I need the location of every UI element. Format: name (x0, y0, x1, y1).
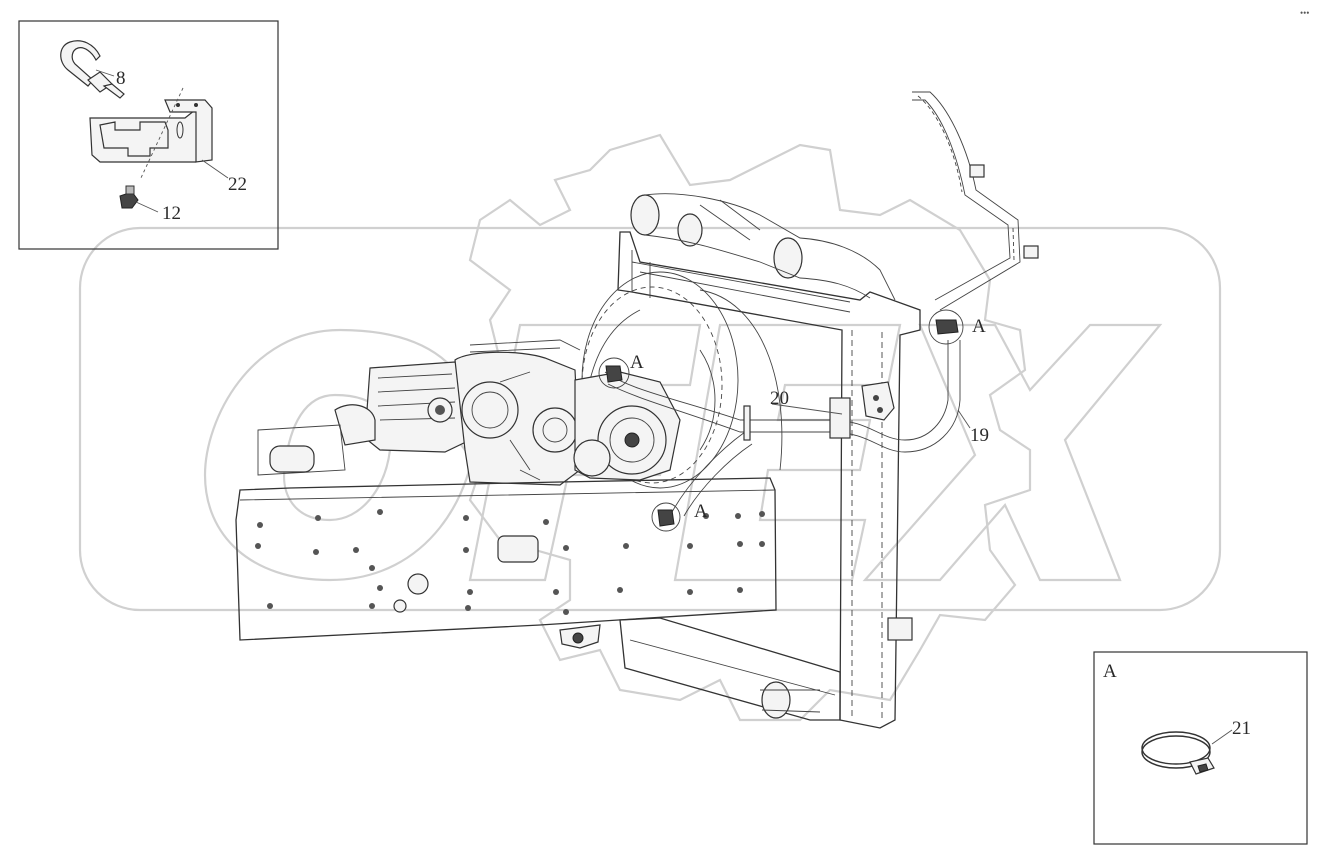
callout-22: 22 (228, 174, 247, 195)
mounting-bracket (89, 99, 213, 163)
callout-8: 8 (116, 68, 126, 89)
radiator-frame (617, 231, 921, 729)
watermark-letter-e (673, 323, 902, 582)
bolt (119, 185, 139, 209)
watermark-letter-x (862, 323, 1163, 582)
detail-box-a: A 21 (1093, 651, 1308, 845)
coolant-hoses (604, 340, 961, 517)
callout-20: 20 (770, 388, 789, 409)
view-marker-a-radiator: A (972, 316, 986, 337)
cable-tie (60, 40, 125, 99)
detail-box-bracket: 8 22 12 (18, 20, 279, 250)
lower-crossmember (619, 617, 913, 721)
callout-12: 12 (162, 203, 181, 224)
view-marker-a-lower: A (694, 501, 708, 522)
main-assembly: 20 19 A A A (235, 91, 1039, 729)
callout-21: 21 (1232, 718, 1251, 739)
charge-air-pipes (630, 193, 896, 301)
callout-19: 19 (970, 425, 989, 446)
engine-block (334, 339, 681, 486)
watermark-gear (448, 133, 1032, 722)
upper-pipe (912, 91, 1021, 311)
detail-box-a-frame (1093, 651, 1308, 845)
detail-box-bracket-frame (18, 20, 279, 250)
chassis-rail (235, 424, 777, 649)
hose-clamp (1141, 731, 1215, 775)
view-marker-a-fan: A (630, 352, 644, 373)
chassis-holes (255, 509, 765, 615)
corner-mark: ••• (1300, 8, 1309, 18)
clamp-markers (598, 309, 964, 532)
detail-box-a-label: A (1103, 661, 1117, 682)
